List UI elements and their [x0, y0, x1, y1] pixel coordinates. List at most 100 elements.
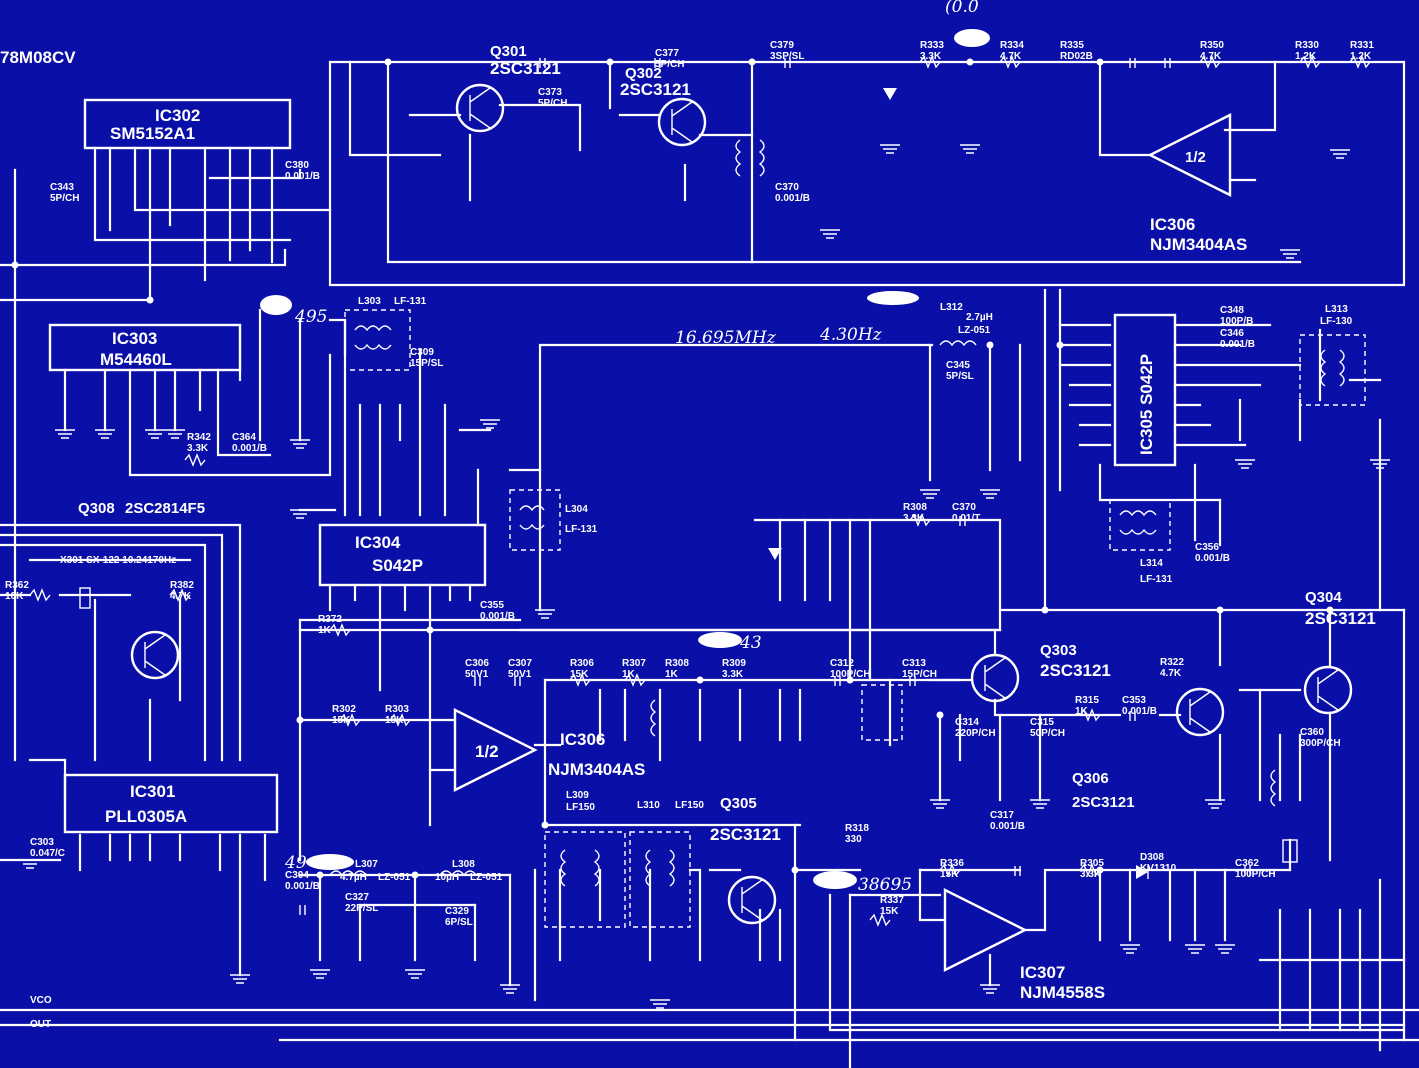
c348-value: 100P/B [1220, 316, 1253, 327]
c343-name: C343 [50, 182, 74, 193]
c327-name: C327 [345, 892, 369, 903]
l312-part: LZ-051 [958, 325, 991, 336]
c362-value: 100P/CH [1235, 869, 1276, 880]
l312-value: 2.7µH [966, 312, 993, 323]
c309-name: C309 [410, 347, 434, 358]
r318-name: R318 [845, 823, 869, 834]
ic306-top-name: IC306 [1150, 215, 1195, 234]
r322-name: R322 [1160, 657, 1184, 668]
c329-value: 6P/SL [445, 917, 473, 928]
l304-part: LF-131 [565, 524, 598, 535]
r336-name: R336 [940, 858, 964, 869]
l303-part: LF-131 [394, 296, 427, 307]
opamp-ic307 [943, 888, 1028, 972]
r337-name: R337 [880, 895, 904, 906]
r333-value: 3.3K [920, 51, 942, 62]
q304-part: 2SC3121 [1305, 609, 1376, 628]
c307-name: C307 [508, 658, 532, 669]
r315-value: 1K [1075, 706, 1089, 717]
ic301-body [63, 773, 279, 834]
opamp-ic306-mid [453, 708, 538, 792]
note-495: 495 [294, 307, 327, 327]
r302-name: R302 [332, 704, 356, 715]
r331-value: 1.2K [1350, 51, 1372, 62]
l303-can [344, 309, 411, 371]
c380-name: C380 [285, 160, 309, 171]
l304-can [509, 489, 561, 551]
r303-name: R303 [385, 704, 409, 715]
c370-name: C370 [775, 182, 799, 193]
c346-value: 0.001/B [1220, 339, 1255, 350]
r308b-name: R308 [903, 502, 927, 513]
r336-value: 15K [940, 869, 959, 880]
l307-label: L307 [355, 859, 378, 870]
q305-name: Q305 [720, 795, 757, 812]
c313-value: 15P/CH [902, 669, 937, 680]
r350-name: R350 [1200, 40, 1224, 51]
note-freq-16695: 16.695MHz [675, 328, 777, 348]
r305-name: R305 [1080, 858, 1104, 869]
q308-name: Q308 [78, 500, 115, 517]
c329-name: C329 [445, 906, 469, 917]
r342-value: 3.3K [187, 443, 209, 454]
c353-name: C353 [1122, 695, 1146, 706]
q304-name: Q304 [1305, 589, 1342, 606]
q304-symbol [1303, 665, 1353, 715]
r372-name: R372 [318, 614, 342, 625]
c315-value: 50P/CH [1030, 728, 1065, 739]
r330-value: 1.2K [1295, 51, 1317, 62]
r335-value: RD02B [1060, 51, 1093, 62]
r334-value: 4.7K [1000, 51, 1022, 62]
r309-name: R309 [722, 658, 746, 669]
l313-part: LF-130 [1320, 316, 1353, 327]
opamp-ic306-top [1147, 113, 1232, 197]
r307-value: 1K [622, 669, 636, 680]
l307-part: LZ-051 [378, 872, 411, 883]
c309-value: 15P/SL [410, 358, 443, 369]
d308-name: D308 [1140, 852, 1164, 863]
c314-value: 220P/CH [955, 728, 996, 739]
note-freq-430: 4.30Hz [819, 325, 883, 345]
r308-value: 1K [665, 669, 679, 680]
c313-name: C313 [902, 658, 926, 669]
l309-label: L309 [566, 790, 589, 801]
c312-name: C312 [830, 658, 854, 669]
l307-value: 4.7µH [340, 872, 367, 883]
c317-value: 0.001/B [990, 821, 1025, 832]
ic305-body [1113, 313, 1177, 467]
l308-part: LZ-051 [470, 872, 503, 883]
r302-value: 15K [332, 715, 351, 726]
l309-part: LF150 [566, 802, 595, 813]
c345-value: 5P/SL [946, 371, 974, 382]
l314-part: LF-131 [1140, 574, 1173, 585]
c360-value: 300P/CH [1300, 738, 1341, 749]
l310-label: L310 [637, 800, 660, 811]
l314-label: L314 [1140, 558, 1163, 569]
l303-label: L303 [358, 296, 381, 307]
c370b-value: 0.01/T [952, 513, 980, 524]
r333-name: R333 [920, 40, 944, 51]
r342-name: R342 [187, 432, 211, 443]
q301-part: 2SC3121 [490, 59, 561, 78]
note-43: 43 [739, 633, 762, 653]
r305-value: 3.3K [1080, 869, 1102, 880]
c314-name: C314 [955, 717, 979, 728]
ic304-part: S042P [372, 556, 423, 575]
ic307-part: NJM4558S [1020, 983, 1105, 1002]
q304b-symbol [1175, 687, 1225, 737]
c356-value: 0.001/B [1195, 553, 1230, 564]
q305-part: 2SC3121 [710, 825, 781, 844]
c312-value: 100P/CH [830, 669, 871, 680]
coil-text: L303 LF-131 L304 LF-131 L312 2.7µH LZ-05… [340, 296, 1353, 883]
r306-name: R306 [570, 658, 594, 669]
l310-can [629, 831, 691, 928]
r306-value: 15K [570, 669, 589, 680]
q308-symbol [130, 630, 180, 680]
r303-value: 15K [385, 715, 404, 726]
c307-value: 50V1 [508, 669, 532, 680]
crystal-label: X301 SX-122 10.24170Hz [60, 555, 176, 566]
passive-symbols [11, 55, 1390, 1009]
regulator-part: 78M08CV [0, 48, 76, 67]
q302-part: 2SC3121 [620, 80, 691, 99]
